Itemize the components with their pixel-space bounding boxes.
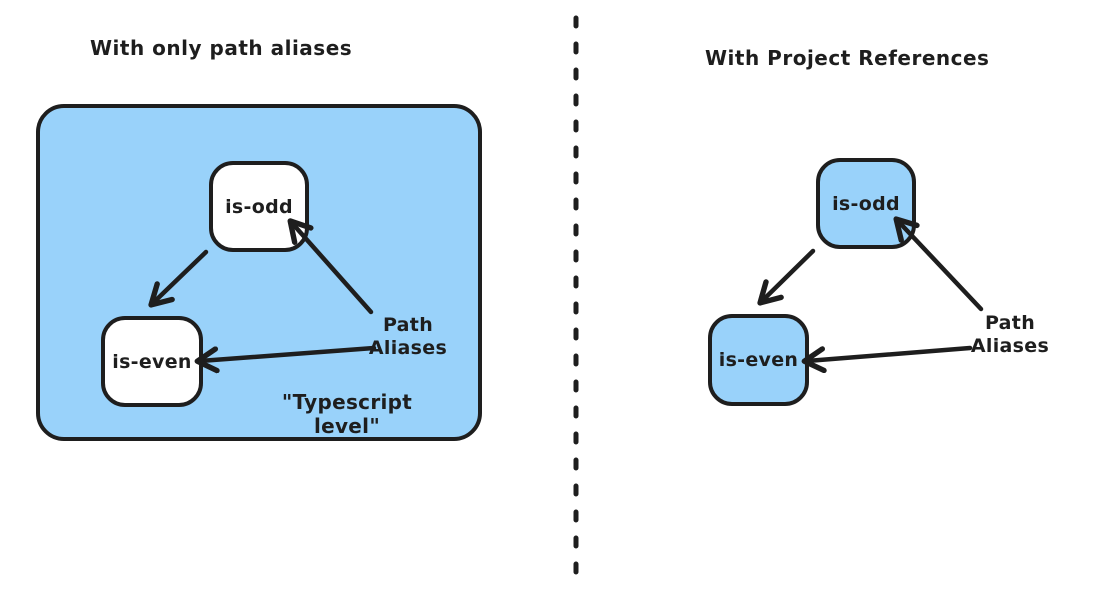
node-label: is-odd [225,195,293,218]
arrow-pathaliases-to-iseven-right [801,345,973,374]
annotation-line: Aliases [970,335,1050,357]
path-aliases-label-left: Path Aliases [348,314,468,360]
node-is-even-left: is-even [101,316,203,407]
node-is-odd-right: is-odd [816,158,916,249]
path-aliases-label-right: Path Aliases [950,312,1070,358]
node-is-odd-left: is-odd [209,161,309,252]
node-label: is-even [718,349,799,371]
annotation-line: Path [382,314,434,336]
annotation-line: Aliases [368,337,448,359]
typescript-level-caption: "Typescript level" [281,390,413,438]
annotation-line: Path [984,312,1036,334]
node-label: is-even [112,350,192,373]
left-panel-title: With only path aliases [90,36,353,60]
arrow-isodd-to-iseven-right [757,248,816,306]
right-panel-title: With Project References [705,46,990,70]
node-label: is-odd [832,192,900,215]
node-is-even-right: is-even [708,314,809,406]
